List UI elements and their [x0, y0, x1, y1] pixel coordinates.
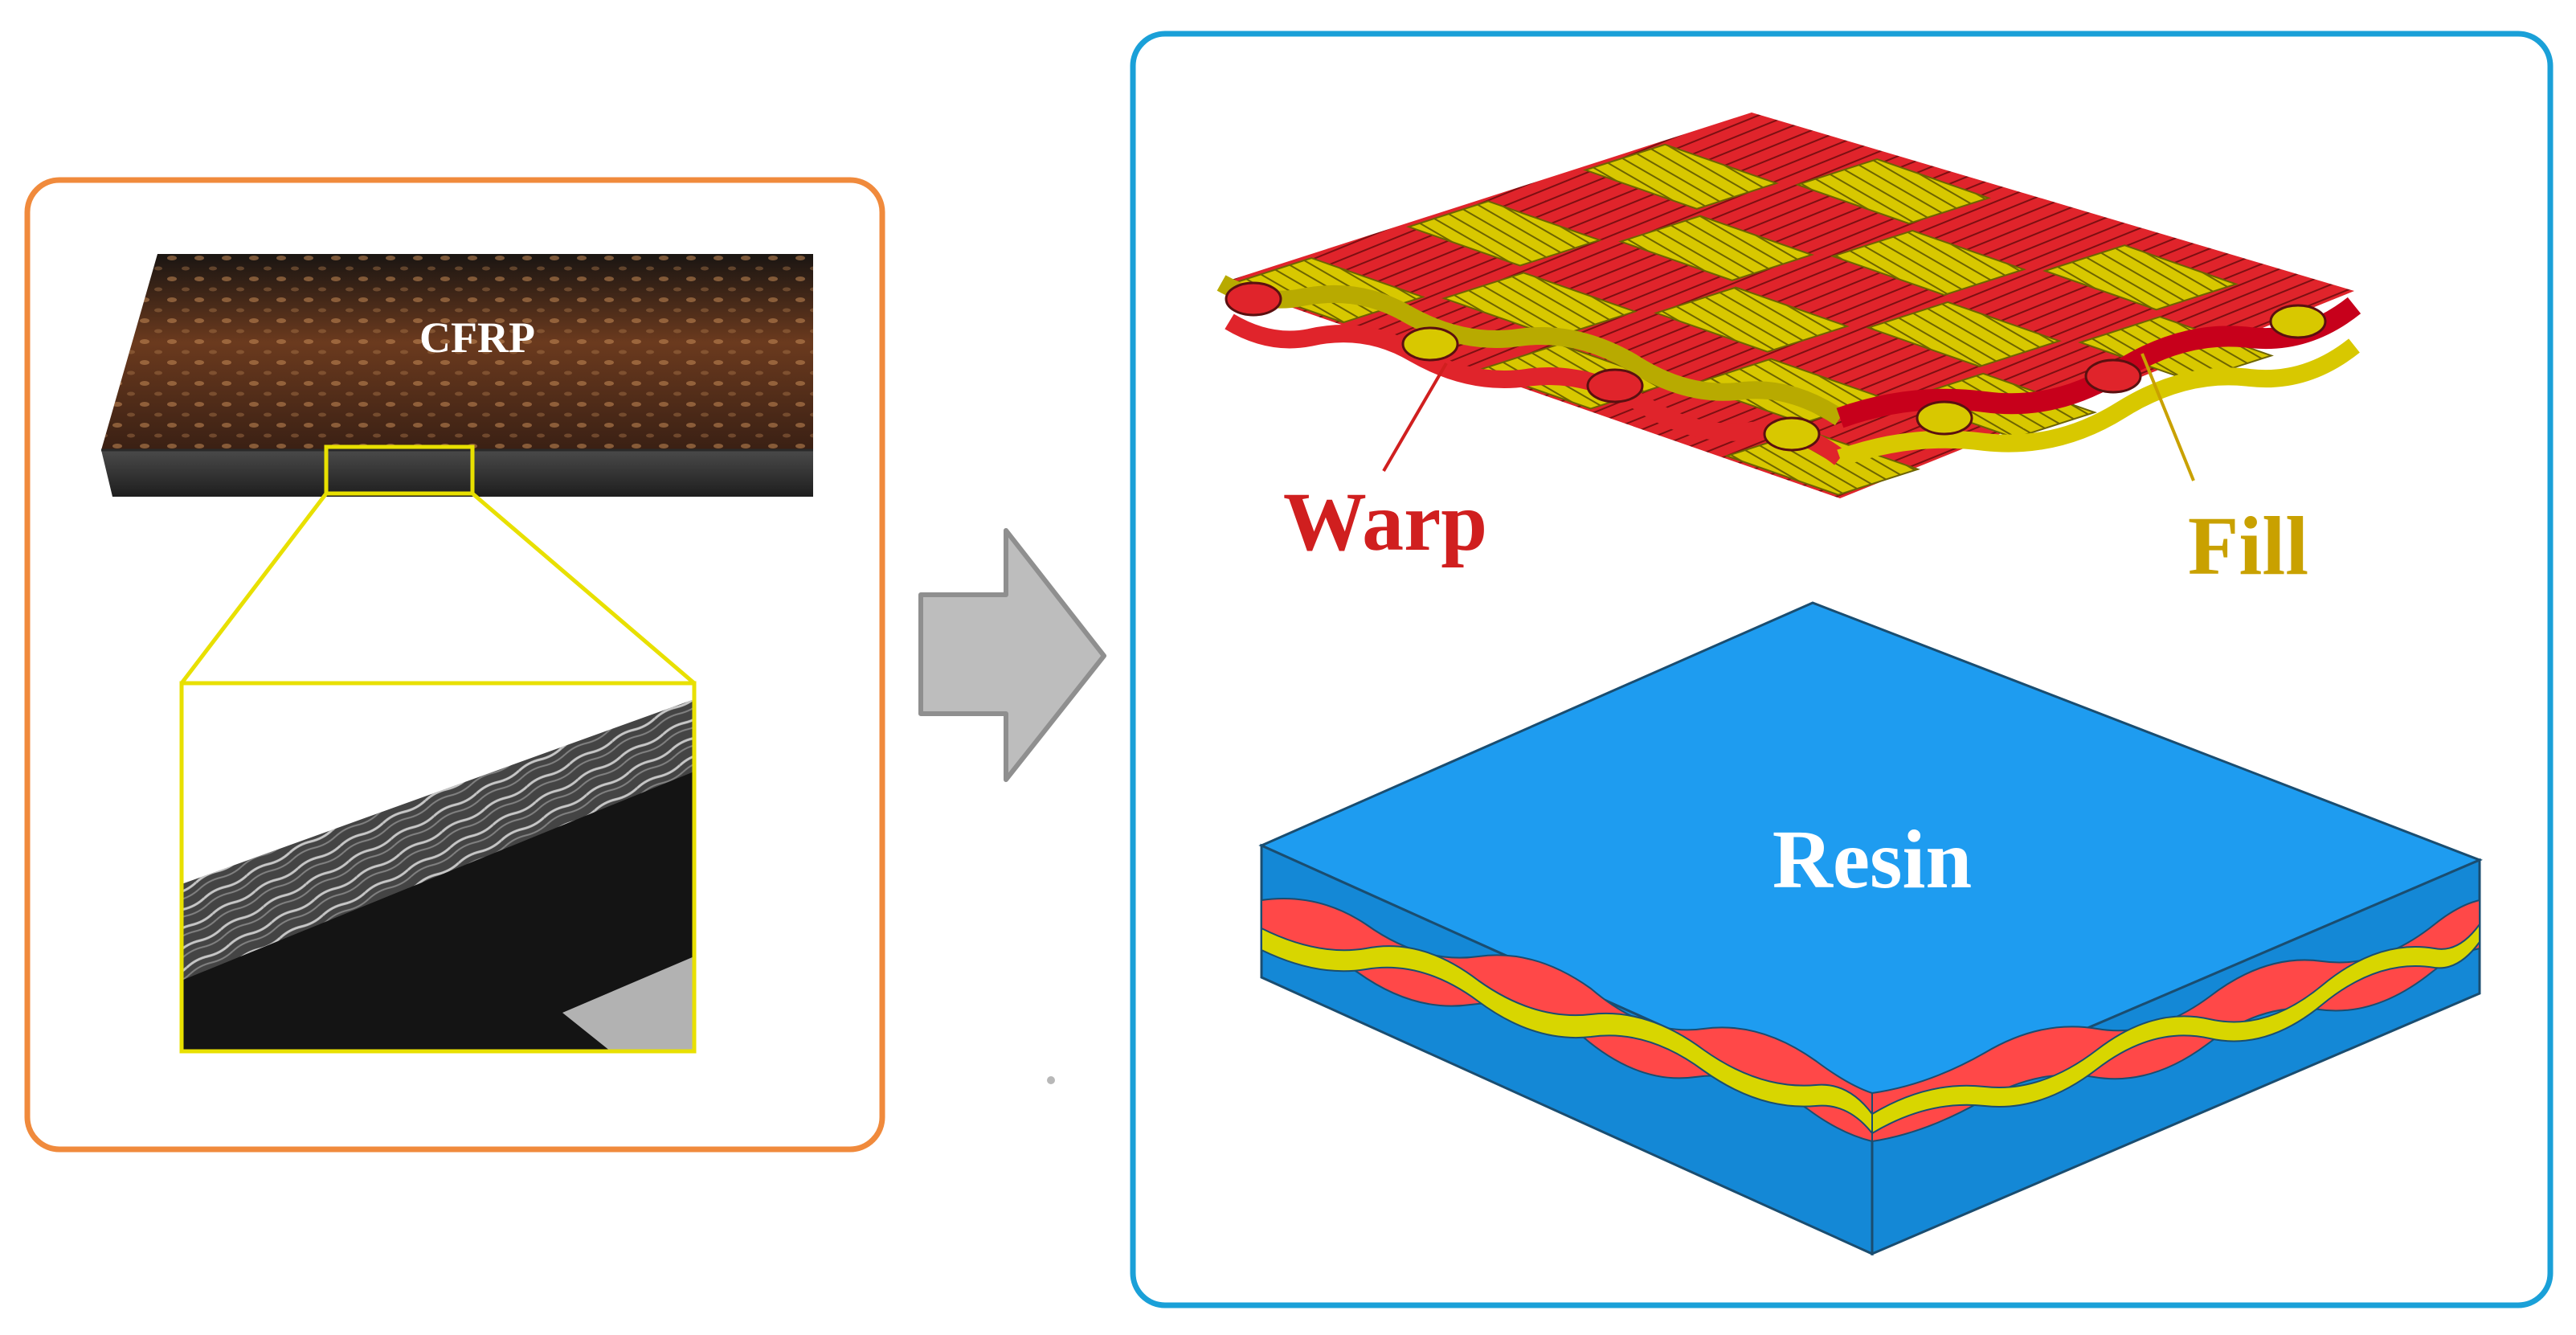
fill-yarn-tile [1830, 229, 2026, 297]
yarn-cross-section [2269, 304, 2327, 339]
yarn-cross-section [1586, 368, 1644, 403]
warp-pointer [1382, 362, 1448, 473]
left-panel-frame [24, 177, 885, 1153]
zoom-line-right [471, 492, 696, 685]
cfrp-label: CFRP [419, 313, 535, 362]
fill-yarn-tile [1441, 272, 1638, 338]
fill-yarn-tile [1618, 215, 1814, 281]
cfrp-plate-photo: CFRP [101, 254, 813, 497]
yarn-cross-sections [1225, 281, 2327, 452]
warp-label: Warp [1283, 476, 1487, 568]
resin-block: Resin [1258, 601, 2483, 1256]
stray-dot [1047, 1076, 1055, 1084]
fill-yarn-tile [1795, 158, 1991, 225]
yarn-cross-section [1916, 400, 1973, 436]
fill-yarn-tile [1866, 301, 2062, 368]
zoom-region-box [324, 444, 475, 496]
right-arrow-icon [918, 528, 1106, 782]
yarn-cross-section [1401, 326, 1459, 362]
woven-fabric [1216, 113, 2361, 498]
fill-pointer [2141, 353, 2195, 481]
yarn-cross-section [2084, 358, 2142, 394]
right-panel-frame [1130, 31, 2554, 1308]
closeup-frame [179, 681, 697, 1054]
fill-yarn-tile [1406, 200, 1602, 267]
yarn-cross-section [1763, 416, 1821, 452]
fill-yarn-tile [1583, 143, 1779, 210]
resin-label: Resin [1773, 813, 1972, 906]
zoom-line-left [180, 492, 328, 685]
closeup-photo [182, 683, 694, 1051]
fill-yarn-tile [1654, 286, 1850, 353]
fill-yarn-tile [2042, 244, 2239, 311]
yarn-cross-section [1225, 281, 1282, 317]
fill-label: Fill [2188, 500, 2308, 592]
